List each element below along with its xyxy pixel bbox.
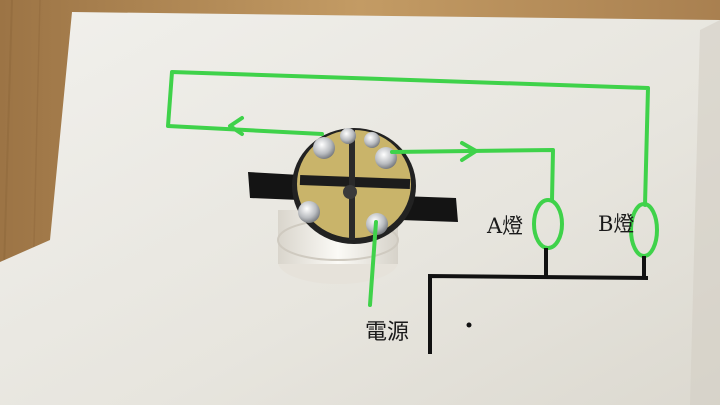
- green-wire-lamp-a: [390, 148, 555, 202]
- black-wiring: [428, 248, 649, 354]
- switch-center-pin: [343, 185, 357, 199]
- screw-top-left: [313, 137, 335, 159]
- screw-top-right: [364, 132, 380, 148]
- screw-top-middle: [340, 128, 356, 144]
- arrow-head-icon: [460, 141, 478, 162]
- rotary-switch: [248, 128, 458, 284]
- green-wire-power: [368, 220, 378, 307]
- screw-bottom-left: [298, 201, 320, 223]
- paper-shadow: [690, 20, 720, 405]
- ink-dot: [466, 322, 472, 328]
- black-wire-common: [428, 273, 649, 354]
- power-source-label: 電源: [365, 320, 410, 345]
- lamp-b-label: B燈: [598, 212, 635, 236]
- lamp-a-label: A燈: [487, 214, 524, 238]
- green-wire-loop-b: [166, 70, 650, 207]
- arrow-head-icon: [228, 116, 244, 136]
